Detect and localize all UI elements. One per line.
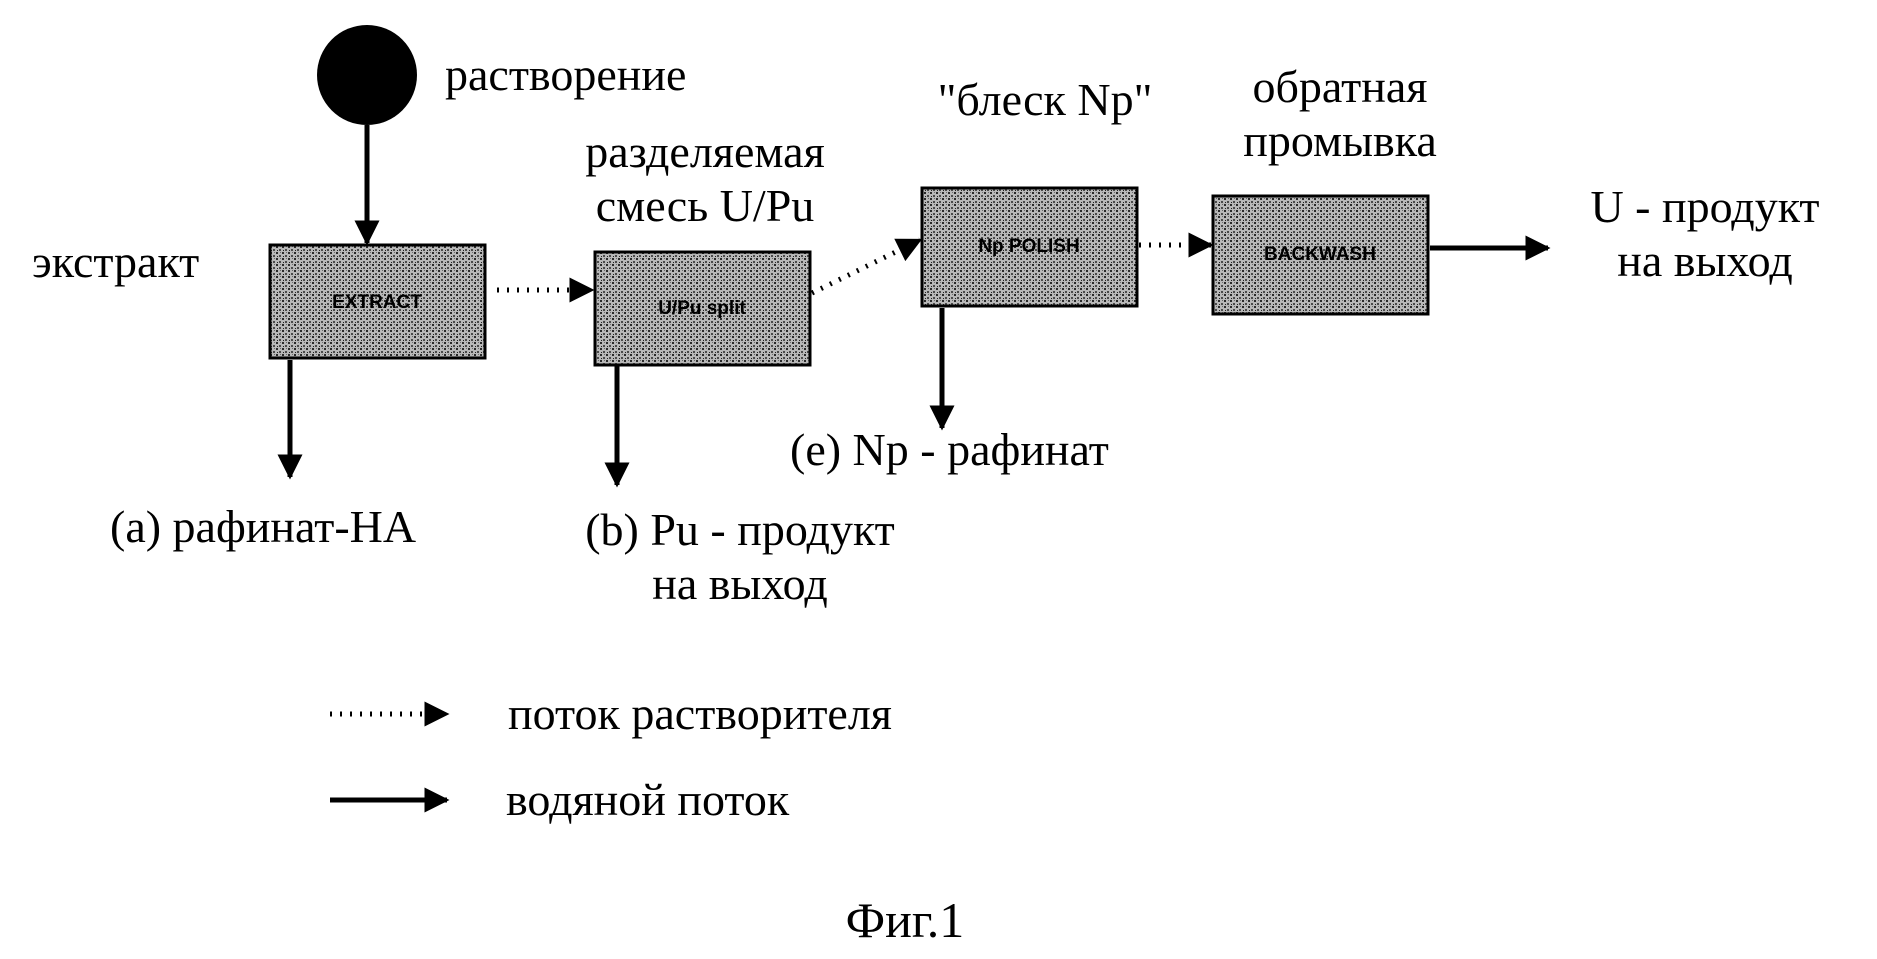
separation-box-label: U/Pu split [658, 298, 746, 319]
figure-caption: Фиг.1 [740, 893, 1070, 947]
extract-label: экстракт [32, 235, 199, 289]
legend-aqueous-label: водяной поток [506, 773, 789, 827]
dissolution-label: растворение [445, 48, 686, 102]
np-raffinate-label: (e) Np - рафинат [790, 423, 1109, 477]
np-polish-box-label: Np POLISH [978, 236, 1079, 257]
extract-box: EXTRACT [270, 245, 485, 358]
dissolution-feed-circle [317, 25, 417, 125]
np-polish-label: "блеск Np" [880, 73, 1210, 127]
pu-product-label-line1: (b) Pu - продукт [540, 503, 940, 557]
backwash-label: обратная промывка [1190, 60, 1490, 168]
separation-label: разделяемая смесь U/Pu [540, 125, 870, 233]
separation-label-line1: разделяемая [540, 125, 870, 179]
u-product-label-line2: на выход [1555, 234, 1855, 288]
backwash-label-line1: обратная [1190, 60, 1490, 114]
backwash-box: BACKWASH [1213, 196, 1428, 314]
pu-product-label: (b) Pu - продукт на выход [540, 503, 940, 611]
extract-box-label: EXTRACT [332, 292, 422, 313]
separation-box: U/Pu split [595, 252, 810, 365]
solvent-arrow-2 [812, 240, 920, 293]
raffinate-ha-label: (a) рафинат-НА [110, 500, 416, 554]
backwash-label-line2: промывка [1190, 114, 1490, 168]
u-product-label: U - продукт на выход [1555, 180, 1855, 288]
separation-label-line2: смесь U/Pu [540, 179, 870, 233]
u-product-label-line1: U - продукт [1555, 180, 1855, 234]
pu-product-label-line2: на выход [540, 557, 940, 611]
legend-solvent-label: поток растворителя [508, 687, 892, 741]
backwash-box-label: BACKWASH [1264, 244, 1376, 265]
np-polish-box: Np POLISH [922, 188, 1137, 306]
